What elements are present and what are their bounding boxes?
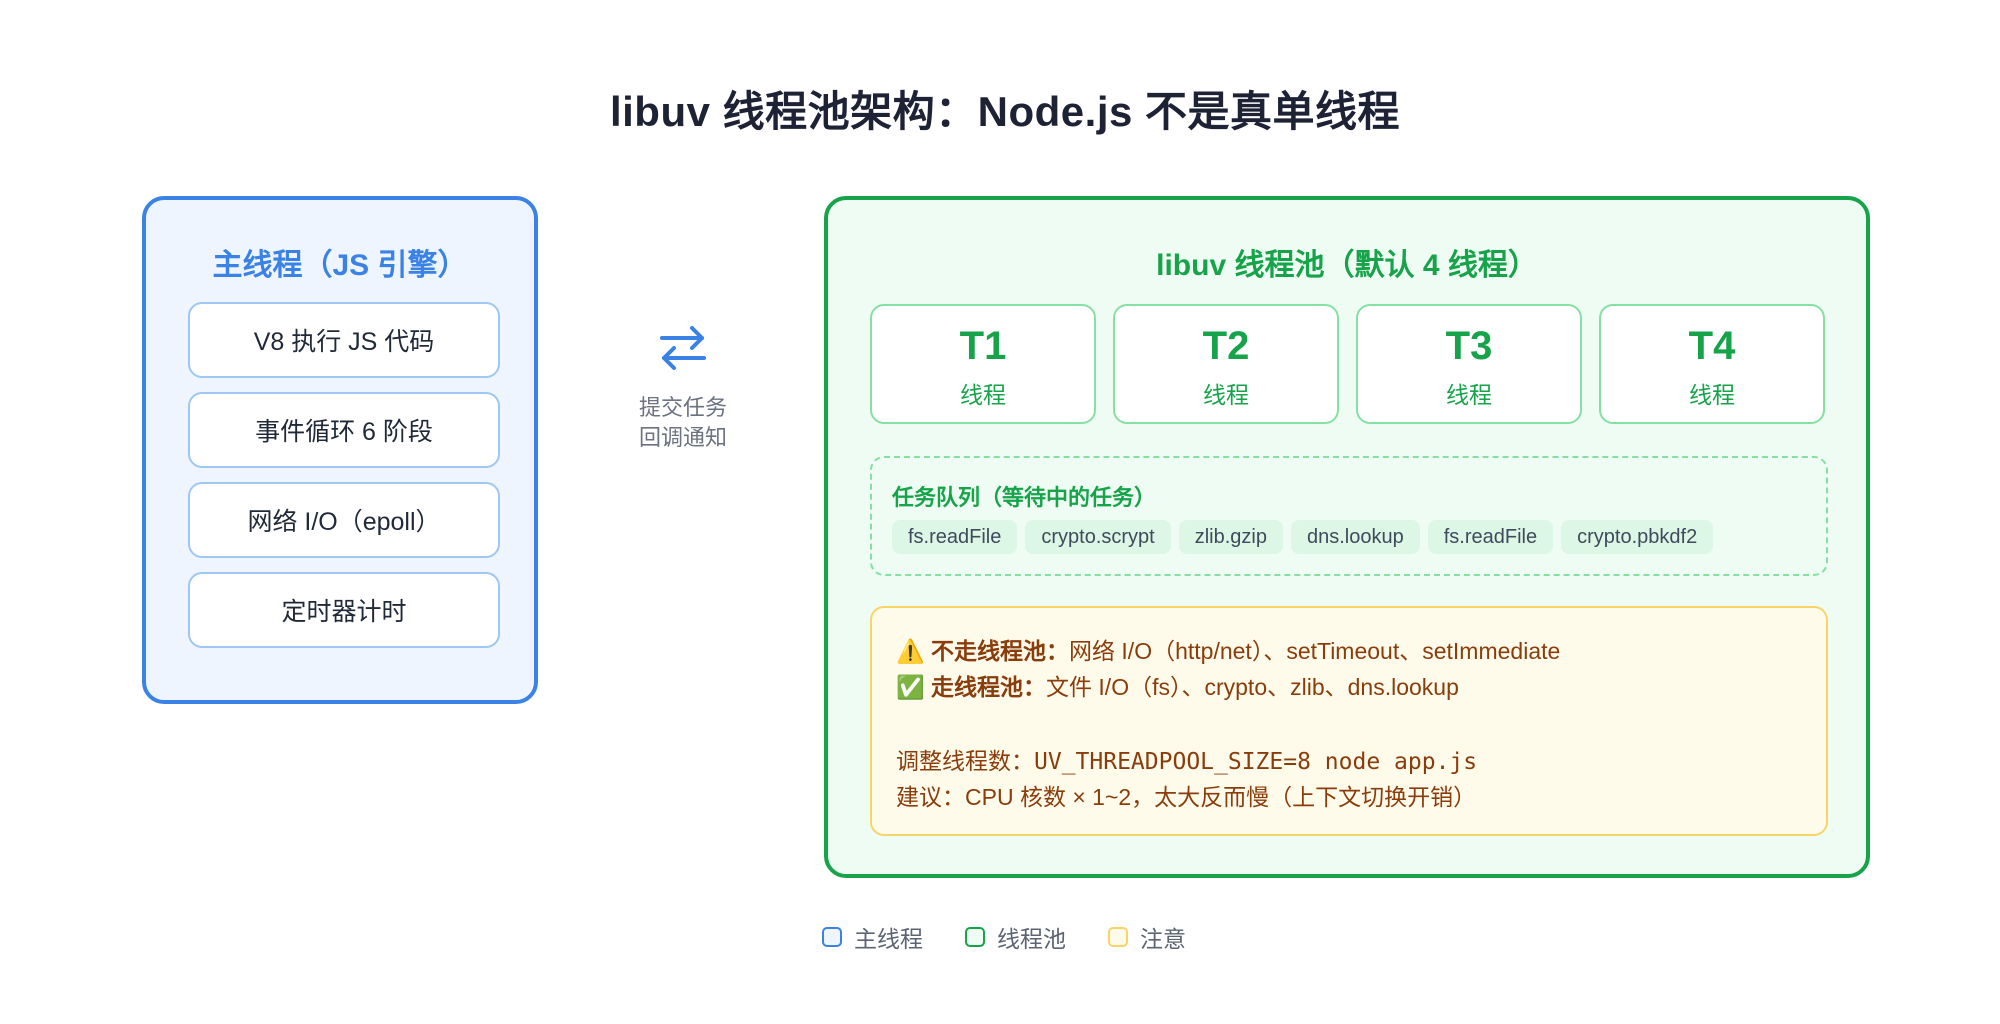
legend-main-thread: 主线程: [822, 920, 923, 954]
task-chip: dns.lookup: [1291, 520, 1420, 554]
legend-label: 线程池: [997, 926, 1066, 952]
main-thread-item: V8 执行 JS 代码: [188, 302, 500, 378]
env-var-code: UV_THREADPOOL_SIZE=8 node app.js: [1034, 749, 1478, 775]
note-text: 网络 I/O（http/net）、setTimeout、setImmediate: [1069, 638, 1561, 664]
legend-label: 主线程: [854, 926, 923, 952]
note-uses-pool: ✅ 走线程池：文件 I/O（fs）、crypto、zlib、dns.lookup: [896, 668, 1459, 702]
submit-task-label: 提交任务: [638, 395, 727, 420]
legend-thread-pool: 线程池: [965, 920, 1066, 954]
legend-note: 注意: [1108, 920, 1186, 954]
warning-icon: ⚠️: [896, 638, 925, 664]
thread-name: T1: [959, 324, 1007, 368]
thread-name: T3: [1445, 324, 1493, 368]
notes-box: ⚠️ 不走线程池：网络 I/O（http/net）、setTimeout、set…: [870, 606, 1828, 836]
task-chip: crypto.pbkdf2: [1561, 520, 1714, 554]
thread-label: 线程: [1203, 382, 1249, 408]
thread-card-t4: T4 线程: [1599, 304, 1825, 424]
thread-label: 线程: [1689, 382, 1735, 408]
legend-swatch: [965, 927, 985, 947]
note-adjust-threads: 调整线程数：UV_THREADPOOL_SIZE=8 node app.js: [896, 742, 1477, 776]
swap-arrows-icon: [660, 326, 706, 370]
thread-card-t2: T2 线程: [1113, 304, 1339, 424]
thread-card-t3: T3 线程: [1356, 304, 1582, 424]
note-label: 走线程池：: [931, 674, 1047, 700]
thread-card-t1: T1 线程: [870, 304, 1096, 424]
task-chip: fs.readFile: [1427, 520, 1554, 554]
thread-label: 线程: [1446, 382, 1492, 408]
main-thread-item: 定时器计时: [188, 572, 500, 648]
note-not-pool: ⚠️ 不走线程池：网络 I/O（http/net）、setTimeout、set…: [896, 632, 1560, 666]
main-thread-panel: 主线程（JS 引擎） V8 执行 JS 代码 事件循环 6 阶段 网络 I/O（…: [142, 196, 538, 704]
thread-pool-title: libuv 线程池（默认 4 线程）: [1156, 249, 1538, 282]
task-chip: fs.readFile: [892, 520, 1018, 554]
task-queue-chips: fs.readFile crypto.scrypt zlib.gzip dns.…: [892, 520, 1714, 554]
task-chip: crypto.scrypt: [1025, 520, 1171, 554]
note-text: 文件 I/O（fs）、crypto、zlib、dns.lookup: [1046, 674, 1459, 700]
task-queue: 任务队列（等待中的任务） fs.readFile crypto.scrypt z…: [870, 456, 1828, 576]
main-thread-title: 主线程（JS 引擎）: [212, 249, 468, 282]
legend-label: 注意: [1140, 926, 1186, 952]
note-label: 不走线程池：: [931, 638, 1070, 664]
task-queue-title: 任务队列（等待中的任务）: [892, 485, 1157, 510]
main-thread-item: 网络 I/O（epoll）: [188, 482, 500, 558]
note-advice: 建议：CPU 核数 × 1~2，太大反而慢（上下文切换开销）: [896, 784, 1477, 810]
diagram-title: libuv 线程池架构：Node.js 不是真单线程: [609, 88, 1401, 135]
main-thread-item: 事件循环 6 阶段: [188, 392, 500, 468]
legend-swatch: [1108, 927, 1128, 947]
note-label: 调整线程数：: [896, 748, 1034, 774]
callback-notify-label: 回调通知: [638, 425, 727, 450]
thread-pool-panel: libuv 线程池（默认 4 线程） T1 线程 T2 线程 T3 线程 T4 …: [824, 196, 1870, 878]
thread-name: T4: [1688, 324, 1736, 368]
task-chip: zlib.gzip: [1178, 520, 1283, 554]
check-icon: ✅: [896, 674, 925, 700]
legend-swatch: [822, 927, 842, 947]
thread-name: T2: [1202, 324, 1250, 368]
thread-label: 线程: [960, 382, 1006, 408]
